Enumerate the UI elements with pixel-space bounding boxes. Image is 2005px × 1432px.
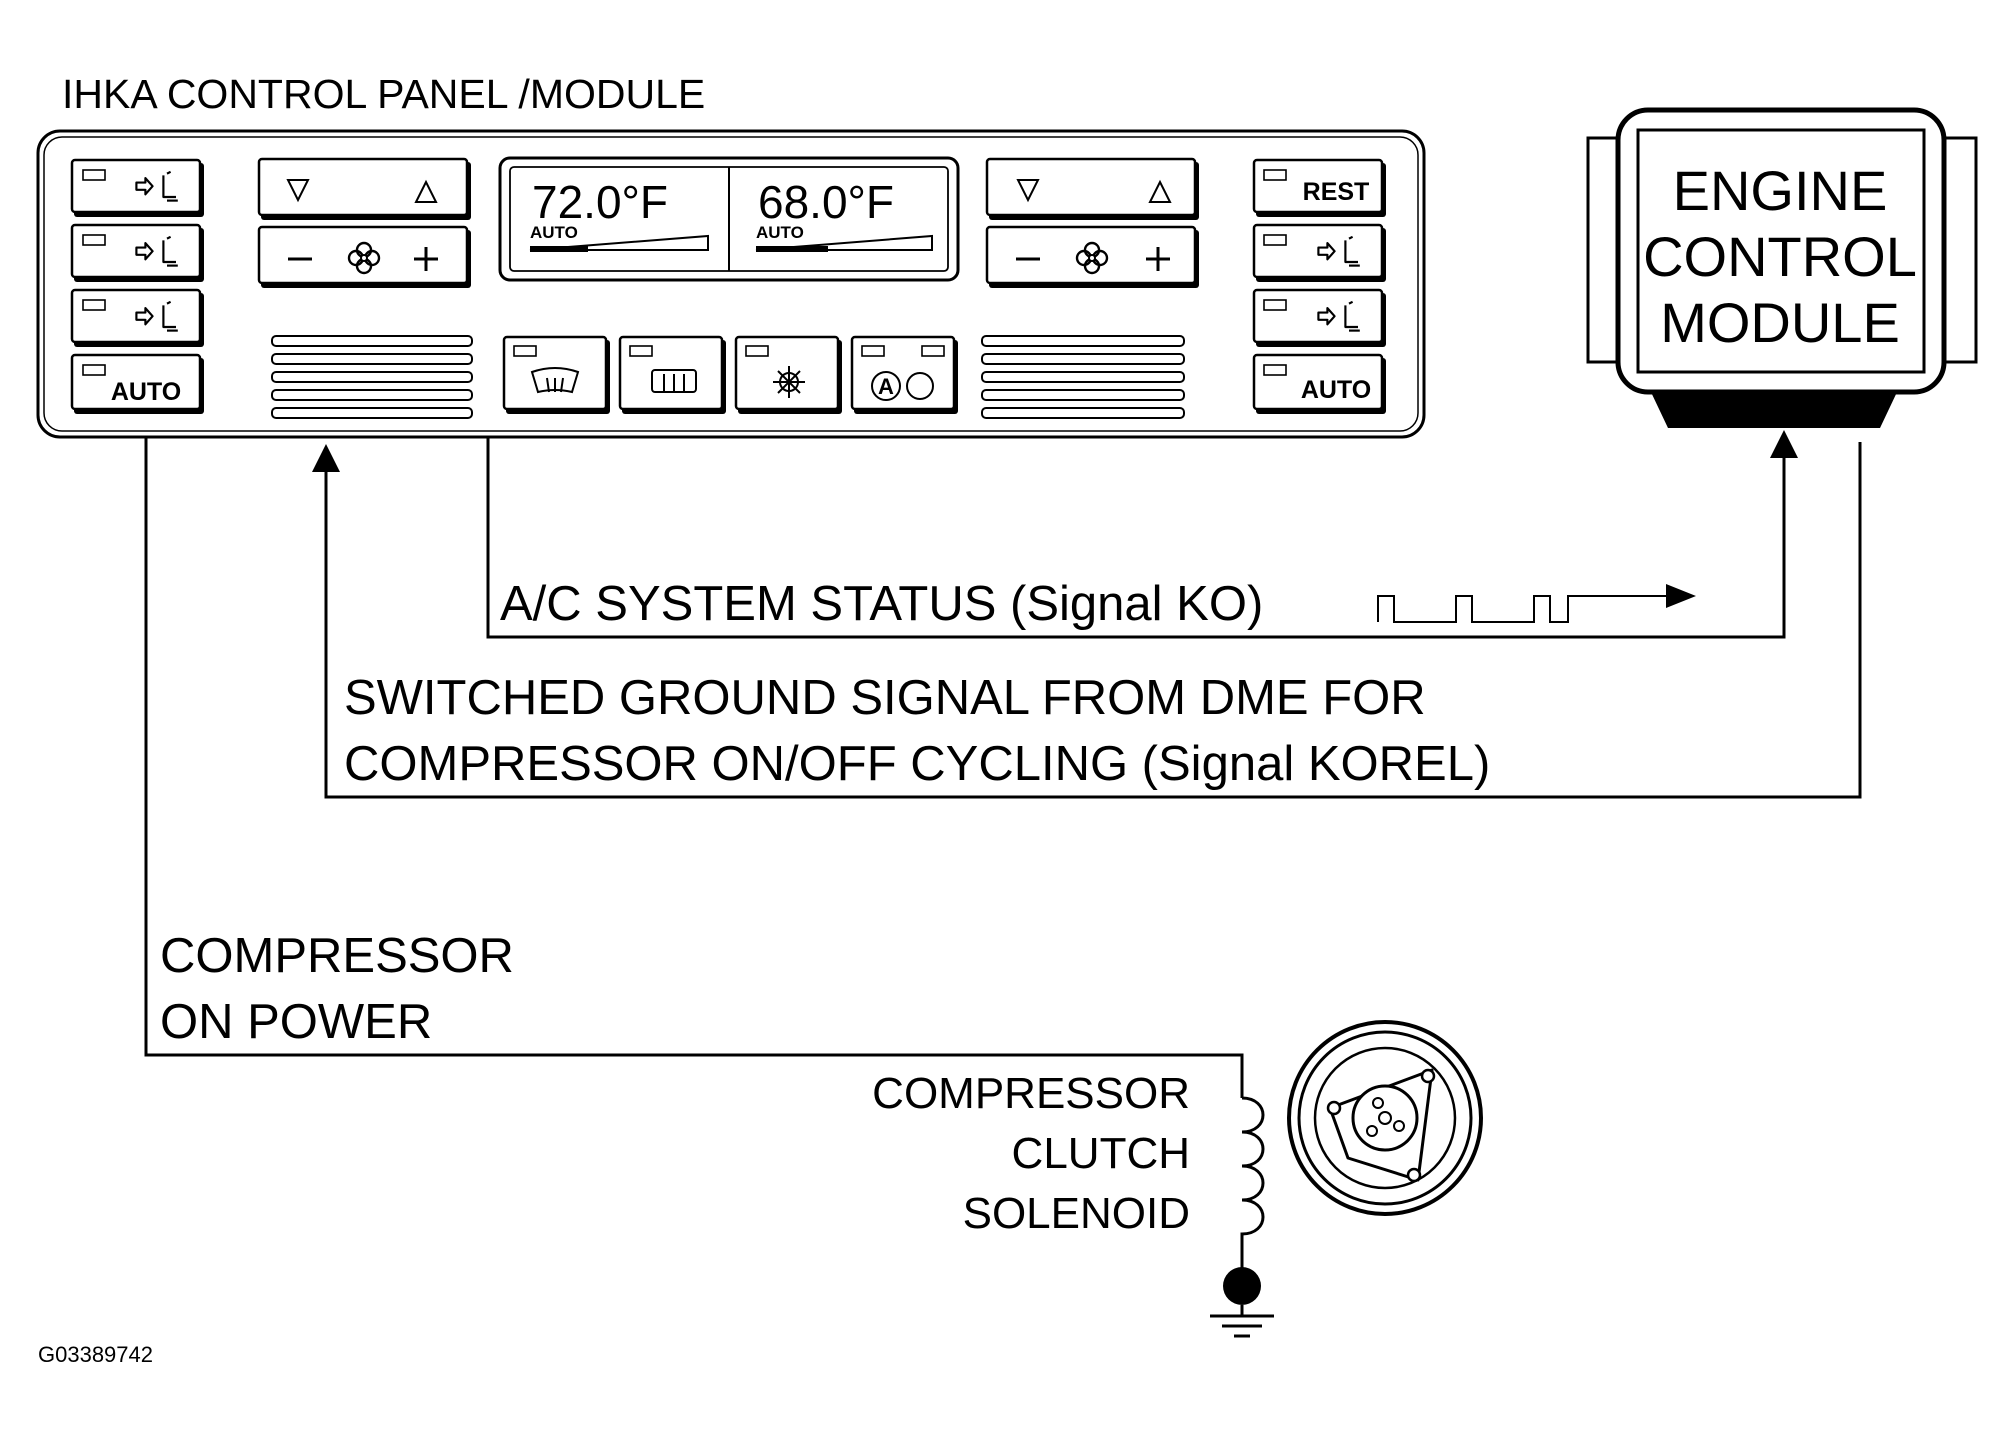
- ecm-label-line-2: CONTROL: [1643, 225, 1917, 288]
- right-auto-label: AUTO: [1301, 376, 1371, 404]
- left-vent-seat-button[interactable]: [70, 223, 204, 282]
- ground-icon: [1210, 1267, 1274, 1338]
- temp-up-icon: [414, 179, 438, 203]
- right-temp-rocker[interactable]: [985, 157, 1199, 220]
- left-defrost-seat-button[interactable]: [70, 158, 204, 217]
- lcd-display: 72.0°F AUTO 68.0°F AUTO: [498, 156, 960, 282]
- right-vent-grille: [981, 335, 1185, 419]
- arrow-up-icon: [312, 444, 340, 472]
- svg-text:A: A: [878, 374, 894, 399]
- ecm-label-line-1: ENGINE: [1673, 159, 1888, 222]
- square-wave-icon: [1377, 584, 1696, 623]
- rear-defrost-button[interactable]: [618, 335, 726, 414]
- left-floor-seat-button[interactable]: [70, 288, 204, 347]
- right-vent-seat-button[interactable]: [1252, 223, 1386, 282]
- figure-code: G03389742: [38, 1342, 153, 1367]
- windshield-defrost-button[interactable]: [502, 335, 610, 414]
- left-display-mode: AUTO: [530, 223, 578, 242]
- solenoid-label-line-3: SOLENOID: [963, 1189, 1190, 1238]
- fan-plus-icon: [414, 247, 438, 271]
- right-fan-bar: [755, 234, 933, 252]
- rest-button[interactable]: REST: [1252, 158, 1386, 217]
- left-vent-grille: [271, 335, 473, 419]
- right-temp-readout: 68.0°F: [758, 176, 894, 228]
- compressor-power-label-line-1: COMPRESSOR: [160, 929, 514, 983]
- korel-wire: [312, 442, 1862, 799]
- left-auto-button[interactable]: AUTO: [70, 353, 204, 414]
- solenoid-coil-icon: [1240, 1096, 1265, 1268]
- panel-label: IHKA CONTROL PANEL /MODULE: [62, 71, 705, 117]
- right-floor-seat-button[interactable]: [1252, 288, 1386, 347]
- ac-status-wire: [486, 430, 1798, 639]
- left-temp-rocker[interactable]: [257, 157, 471, 220]
- right-auto-button[interactable]: AUTO: [1252, 353, 1386, 414]
- auto-recirculation-icon: A: [871, 371, 934, 401]
- arrow-right-icon: [1666, 584, 1696, 608]
- left-fan-bar: [529, 234, 709, 252]
- compressor-power-wire: [144, 437, 1244, 1098]
- ecm-label-line-3: MODULE: [1660, 291, 1900, 354]
- snowflake-icon: [773, 366, 805, 398]
- rear-window-defrost-icon: [651, 369, 697, 393]
- korel-label-line-1: SWITCHED GROUND SIGNAL FROM DME FOR: [344, 671, 1426, 725]
- right-fan-rocker[interactable]: [985, 225, 1199, 288]
- engine-control-module: ENGINE CONTROL MODULE: [1586, 107, 1978, 428]
- solenoid-label-line-1: COMPRESSOR: [872, 1069, 1190, 1118]
- ihka-control-panel: AUTO: [36, 129, 1426, 439]
- fan-plus-icon: [1146, 247, 1170, 271]
- compressor-clutch-icon: [1287, 1020, 1483, 1216]
- temp-up-icon: [1148, 179, 1172, 203]
- solenoid-label-line-2: CLUTCH: [1012, 1129, 1190, 1178]
- rest-label: REST: [1303, 178, 1370, 206]
- korel-label-line-2: COMPRESSOR ON/OFF CYCLING (Signal KOREL): [344, 737, 1490, 791]
- right-display-mode: AUTO: [756, 223, 804, 242]
- left-fan-rocker[interactable]: [257, 225, 471, 288]
- left-temp-readout: 72.0°F: [532, 176, 668, 228]
- temp-down-icon: [286, 179, 310, 203]
- ac-compressor-button[interactable]: [734, 335, 842, 414]
- ac-status-label: A/C SYSTEM STATUS (Signal KO): [500, 577, 1263, 631]
- compressor-power-label-line-2: ON POWER: [160, 995, 432, 1049]
- arrow-up-icon: [1770, 430, 1798, 458]
- windshield-defrost-icon: [530, 367, 580, 394]
- auto-recirculation-button[interactable]: A: [850, 335, 958, 414]
- left-auto-label: AUTO: [111, 378, 181, 406]
- temp-down-icon: [1016, 179, 1040, 203]
